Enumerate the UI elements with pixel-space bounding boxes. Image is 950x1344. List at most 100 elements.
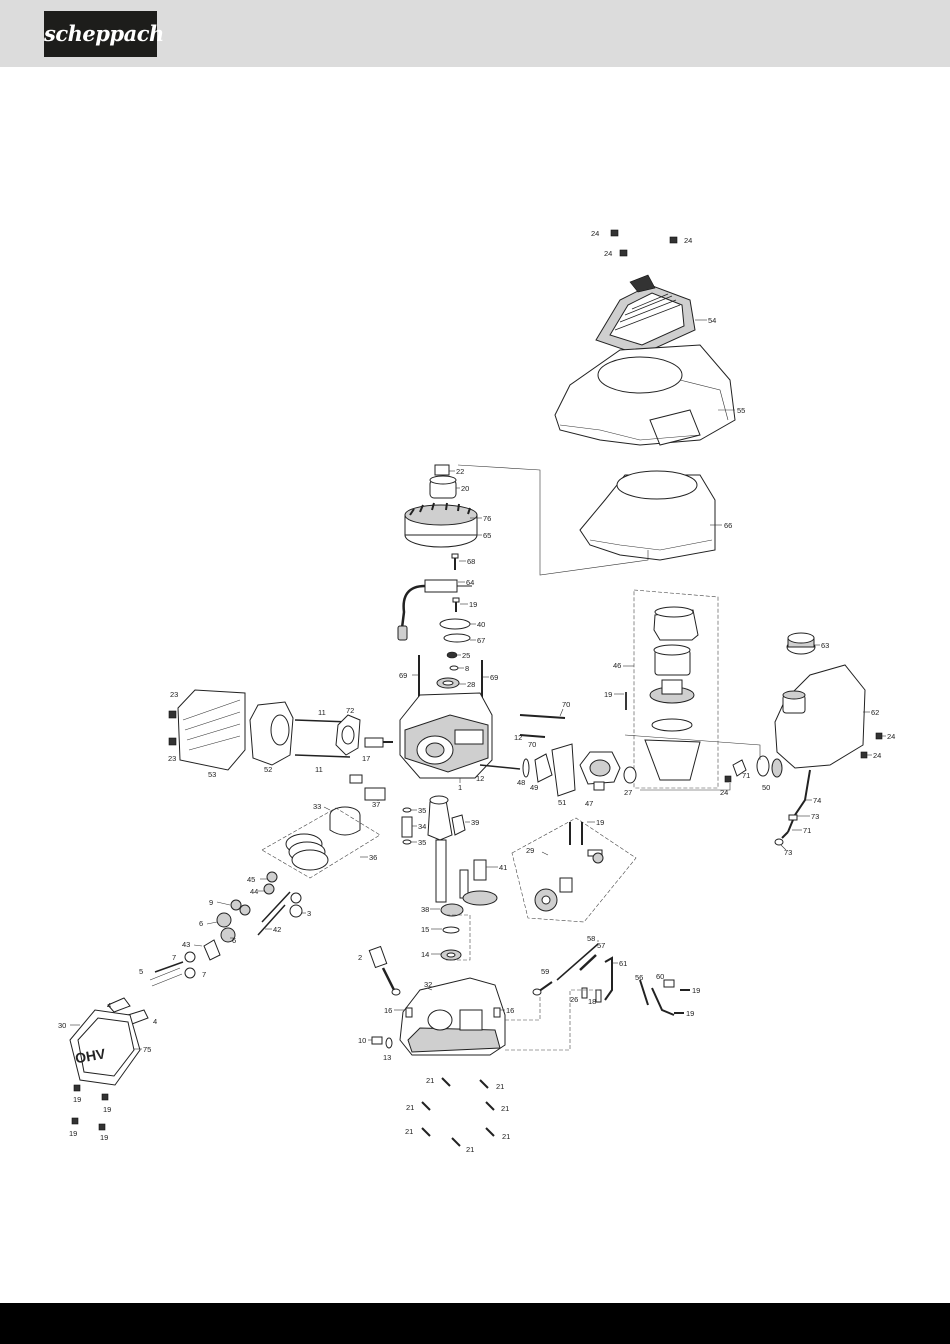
label-19: 19: [103, 1105, 111, 1114]
label-24: 24: [720, 788, 728, 797]
muffler-part-52: [249, 701, 294, 766]
label-48: 48: [517, 778, 525, 787]
label-44: 44: [250, 887, 258, 896]
label-19: 19: [100, 1133, 108, 1142]
label-57: 57: [597, 941, 605, 950]
flywheel-cover-part-66: [579, 470, 716, 561]
part-59: [532, 981, 553, 996]
valve-cover-part-75: OHV: [69, 1009, 141, 1086]
label-19: 19: [73, 1095, 81, 1104]
screw-part-68: [451, 553, 459, 570]
part-71-fitting: [732, 759, 747, 777]
camshaft-part-41: [459, 859, 498, 906]
brand-logo: scheppach: [44, 11, 164, 57]
label-24: 24: [873, 751, 881, 760]
label-35: 35: [418, 838, 426, 847]
label-65: 65: [483, 531, 491, 540]
rod-part-58: [556, 943, 599, 981]
label-55: 55: [737, 406, 745, 415]
washer-part-8: [449, 665, 459, 671]
label-19: 19: [692, 986, 700, 995]
label-9: 9: [209, 898, 213, 907]
washer-part-15: [442, 926, 460, 934]
label-43: 43: [182, 940, 190, 949]
label-71: 71: [742, 771, 750, 780]
label-12: 12: [514, 733, 522, 742]
label-4: 4: [107, 1001, 111, 1010]
nut-part-22: [434, 464, 450, 476]
label-72: 72: [346, 706, 354, 715]
label-15: 15: [421, 925, 429, 934]
label-8: 8: [465, 664, 469, 673]
bolt-part-21: [421, 1077, 495, 1147]
gasket-part-27: [623, 766, 637, 784]
label-74: 74: [813, 796, 821, 805]
footer-bar: [0, 1303, 950, 1344]
carburetor-part-47: [579, 751, 621, 791]
label-23: 23: [168, 754, 176, 763]
label-75: 75: [143, 1045, 151, 1054]
part-9: [230, 899, 251, 916]
label-1: 1: [458, 783, 462, 792]
label-21: 21: [501, 1104, 509, 1113]
label-21: 21: [496, 1082, 504, 1091]
label-14: 14: [421, 950, 429, 959]
seal-part-14: [440, 949, 462, 961]
label-10: 10: [358, 1036, 366, 1045]
label-18: 18: [588, 997, 596, 1006]
label-42: 42: [273, 925, 281, 934]
part-56-60: [639, 979, 675, 1016]
nut-part-23: [168, 710, 177, 746]
label-32: 32: [424, 980, 432, 989]
label-16: 16: [506, 1006, 514, 1015]
label-17: 17: [362, 754, 370, 763]
nut-part-24: [610, 229, 678, 257]
label-13: 13: [383, 1053, 391, 1062]
ohv-emblem: OHV: [74, 1045, 107, 1066]
part-3: [289, 892, 303, 918]
air-filter-group-46: [633, 589, 719, 789]
recoil-starter-part-54: [595, 274, 696, 356]
label-67: 67: [477, 636, 485, 645]
label-19: 19: [69, 1129, 77, 1138]
label-68: 68: [467, 557, 475, 566]
label-21: 21: [405, 1127, 413, 1136]
piston-part-33: [329, 806, 361, 836]
part-57: [579, 954, 597, 971]
label-50: 50: [762, 783, 770, 792]
label-47: 47: [585, 799, 593, 808]
part-44: [263, 883, 275, 895]
label-33: 33: [313, 802, 321, 811]
nut-part-25: [446, 651, 458, 659]
fuel-tank-part-62: [774, 664, 866, 769]
label-21: 21: [406, 1103, 414, 1112]
ignition-coil-part-64: [397, 579, 472, 641]
fuel-cap-part-63: [786, 632, 816, 655]
label-28: 28: [467, 680, 475, 689]
label-30: 30: [58, 1021, 66, 1030]
label-66: 66: [724, 521, 732, 530]
screw-part-19: [452, 597, 460, 612]
label-25: 25: [462, 651, 470, 660]
part-37: [349, 774, 386, 801]
governor-group-part-29: [511, 817, 637, 923]
lever-part-61: [604, 956, 613, 1001]
nut-part-24-carb: [724, 775, 732, 783]
label-49: 49: [530, 783, 538, 792]
label-39: 39: [471, 818, 479, 827]
label-11: 11: [315, 765, 323, 774]
label-34: 34: [418, 822, 426, 831]
label-12: 12: [476, 774, 484, 783]
label-73: 73: [784, 848, 792, 857]
label-24: 24: [684, 236, 692, 245]
label-38: 38: [421, 905, 429, 914]
stud-part-12: [479, 764, 521, 770]
spark-plug-part-2: [368, 945, 401, 996]
pin-part-34: [401, 816, 413, 838]
label-6: 6: [199, 919, 203, 928]
label-24: 24: [887, 732, 895, 741]
drain-plug-part-10: [371, 1036, 383, 1045]
label-19: 19: [469, 600, 477, 609]
washer-part-13: [385, 1037, 393, 1049]
